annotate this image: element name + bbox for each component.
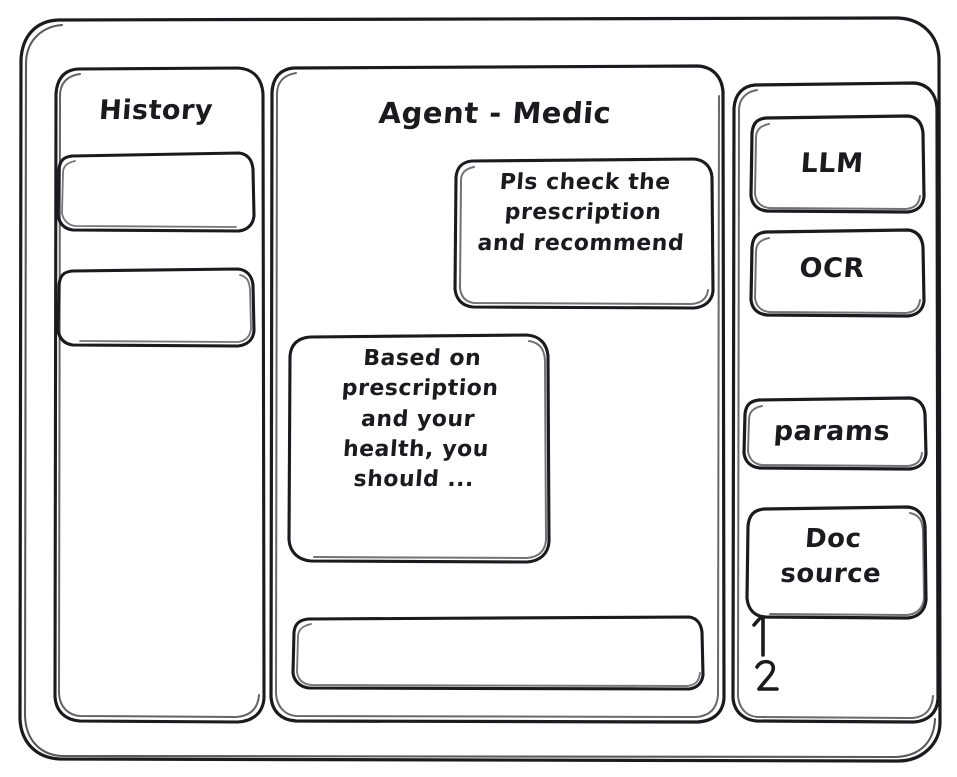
tool-doc-source-label: Doc source (779, 524, 883, 590)
history-panel-title: History (98, 95, 214, 126)
agent-panel-title: Agent - Medic (377, 96, 613, 130)
assistant-message-text: Based on prescription and your health, y… (340, 346, 500, 493)
history-item-2[interactable] (58, 269, 254, 346)
tool-params-label: params (772, 416, 892, 447)
message-input[interactable] (293, 617, 703, 689)
tool-ocr-label: OCR (798, 253, 866, 284)
tool-llm-label: LLM (799, 148, 865, 179)
user-message-text: Pls check the prescription and recommend (476, 170, 686, 256)
history-item-1[interactable] (58, 153, 254, 231)
